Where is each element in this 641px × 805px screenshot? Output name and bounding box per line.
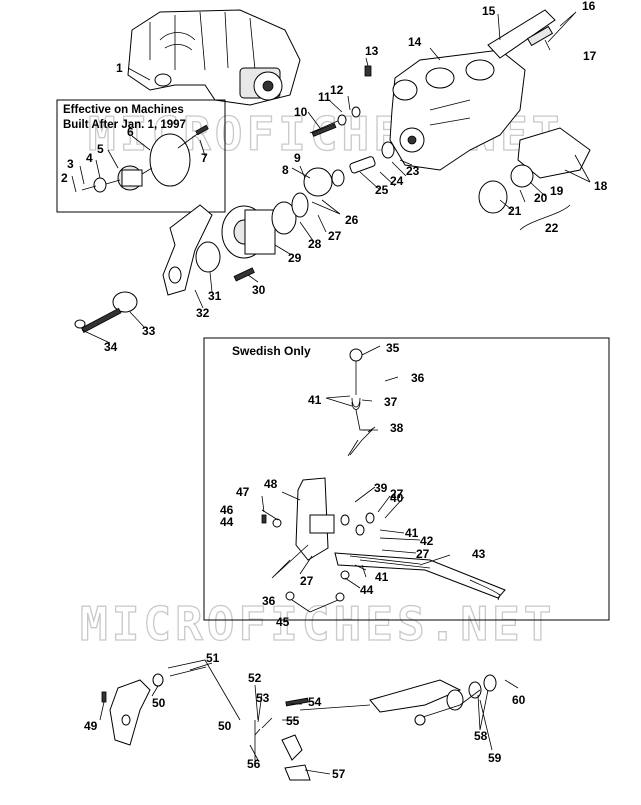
inset-pulley-assembly — [81, 124, 209, 193]
callout-23: 23 — [406, 164, 420, 178]
callout-32: 32 — [196, 306, 210, 320]
callout-49: 49 — [84, 719, 98, 733]
callout-28: 28 — [308, 237, 322, 251]
callout-38: 38 — [390, 421, 404, 435]
callout-2: 2 — [61, 171, 68, 185]
callout-16: 16 — [582, 0, 596, 13]
callout-45: 45 — [276, 615, 290, 629]
callout-56: 56 — [247, 757, 261, 771]
callout-30: 30 — [252, 283, 266, 297]
inset-caption-line1: Effective on Machines — [63, 104, 184, 116]
callout-51: 51 — [206, 651, 220, 665]
inset-box — [56, 99, 226, 213]
callout-31: 31 — [208, 289, 222, 303]
callout-3: 3 — [67, 157, 74, 171]
callout-43: 43 — [472, 547, 486, 561]
callout-50-b: 50 — [218, 719, 232, 733]
callout-41-c: 41 — [375, 570, 389, 584]
callout-20: 20 — [534, 191, 548, 205]
callout-29: 29 — [288, 251, 302, 265]
callout-52: 52 — [248, 671, 262, 685]
swedish-only-box — [203, 337, 610, 621]
callout-44-a: 44 — [220, 515, 234, 529]
callout-36-b: 36 — [262, 594, 276, 608]
callout-37: 37 — [384, 395, 398, 409]
callout-27: 27 — [328, 229, 342, 243]
callout-6: 6 — [127, 125, 134, 139]
callout-47: 47 — [236, 485, 250, 499]
callout-9: 9 — [294, 151, 301, 165]
callout-1: 1 — [116, 61, 123, 75]
callout-42: 42 — [420, 534, 434, 548]
callout-41-b: 41 — [405, 526, 419, 540]
callout-10: 10 — [294, 105, 308, 119]
callout-36: 36 — [411, 371, 425, 385]
inset-caption-line2: Built After Jan. 1, 1997 — [63, 119, 186, 131]
callout-labels: 1 2 3 4 5 6 7 8 9 10 11 12 13 14 15 16 1… — [61, 0, 608, 781]
callout-13: 13 — [365, 44, 379, 58]
callout-14: 14 — [408, 35, 422, 49]
callout-53: 53 — [256, 691, 270, 705]
callout-12: 12 — [330, 83, 344, 97]
callout-5: 5 — [97, 142, 104, 156]
callout-54: 54 — [308, 695, 322, 709]
callout-22: 22 — [545, 221, 559, 235]
callout-11: 11 — [318, 90, 331, 104]
callout-27-b: 27 — [416, 547, 430, 561]
drive-parts — [74, 65, 395, 334]
callout-40: 40 — [390, 491, 404, 505]
callout-48: 48 — [264, 477, 278, 491]
swedish-caption: Swedish Only — [232, 344, 311, 358]
callout-34: 34 — [104, 340, 118, 354]
callout-41-a: 41 — [308, 393, 322, 407]
callout-35: 35 — [386, 341, 400, 355]
watermark-bottom: MICROFICHES.NET — [80, 597, 555, 651]
callout-24: 24 — [390, 174, 404, 188]
callout-4: 4 — [86, 151, 93, 165]
callout-33: 33 — [142, 324, 156, 338]
callout-8: 8 — [282, 163, 289, 177]
callout-39: 39 — [374, 481, 388, 495]
engine-block — [127, 9, 301, 106]
callout-44-b: 44 — [360, 583, 374, 597]
callout-26: 26 — [345, 213, 359, 227]
callout-17: 17 — [583, 49, 597, 63]
hydrostatic-pump — [389, 9, 591, 231]
callout-25: 25 — [375, 183, 389, 197]
callout-60: 60 — [512, 693, 526, 707]
swedish-linkage — [261, 348, 506, 602]
callout-18: 18 — [594, 179, 608, 193]
callout-21: 21 — [508, 204, 522, 218]
callout-50-a: 50 — [152, 696, 166, 710]
leader-lines — [71, 11, 591, 775]
callout-19: 19 — [550, 184, 564, 198]
callout-58: 58 — [474, 729, 488, 743]
callout-15: 15 — [482, 4, 496, 18]
callout-55: 55 — [286, 714, 300, 728]
callout-27-a: 27 — [390, 487, 404, 501]
callout-57: 57 — [332, 767, 346, 781]
callout-27-c: 27 — [300, 574, 314, 588]
callout-46: 46 — [220, 503, 234, 517]
callout-7: 7 — [201, 151, 208, 165]
bottom-linkage — [101, 659, 497, 781]
callout-59: 59 — [488, 751, 502, 765]
